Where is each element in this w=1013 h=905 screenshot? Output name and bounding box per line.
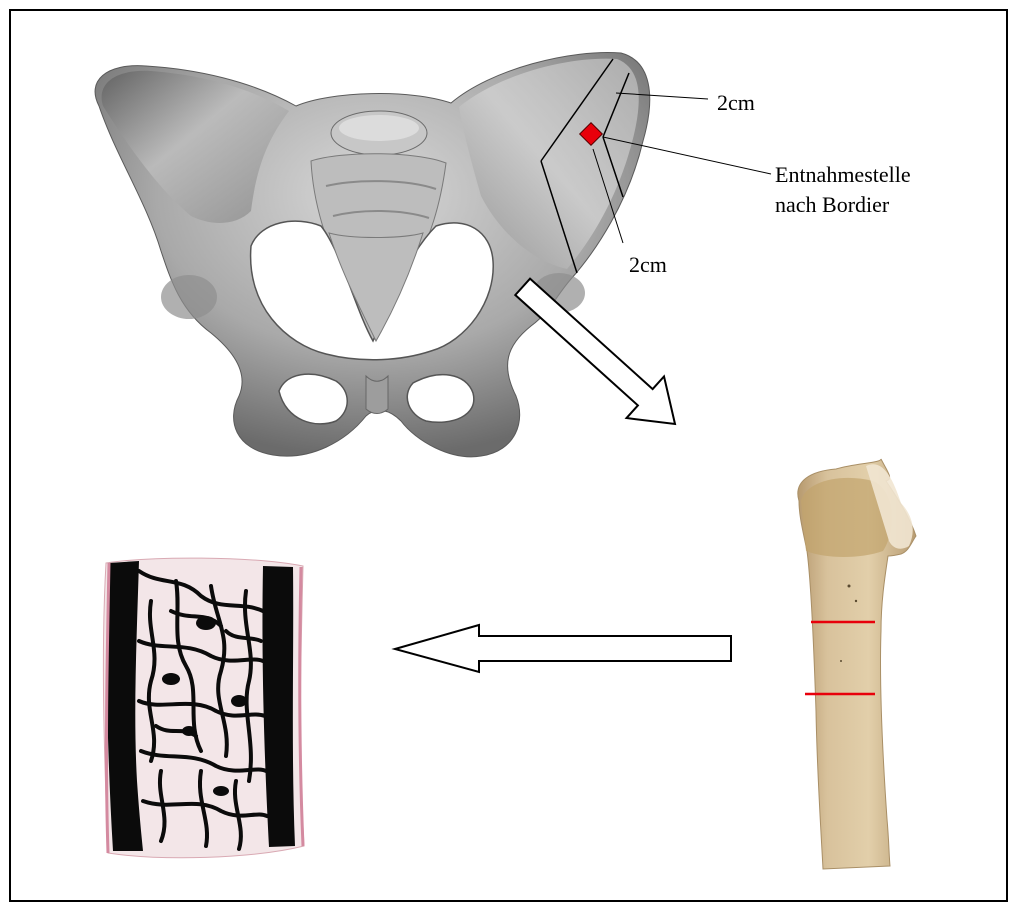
label-2cm-top: 2cm [717,89,755,116]
label-sampling-site-line2: nach Bordier [775,191,889,218]
label-sampling-site-line1: Entnahmestelle [775,161,911,188]
figure-frame: 2cm Entnahmestelle nach Bordier 2cm [9,9,1008,902]
arrow-left [395,625,731,672]
label-2cm-bottom: 2cm [629,251,667,278]
biopsy-core-photo [798,459,916,869]
arrow-down-right [504,266,694,445]
pelvis-illustration [95,52,771,456]
diagram-canvas [11,11,1006,900]
obturator-foramen-right [407,375,474,423]
histology-section [103,558,304,858]
